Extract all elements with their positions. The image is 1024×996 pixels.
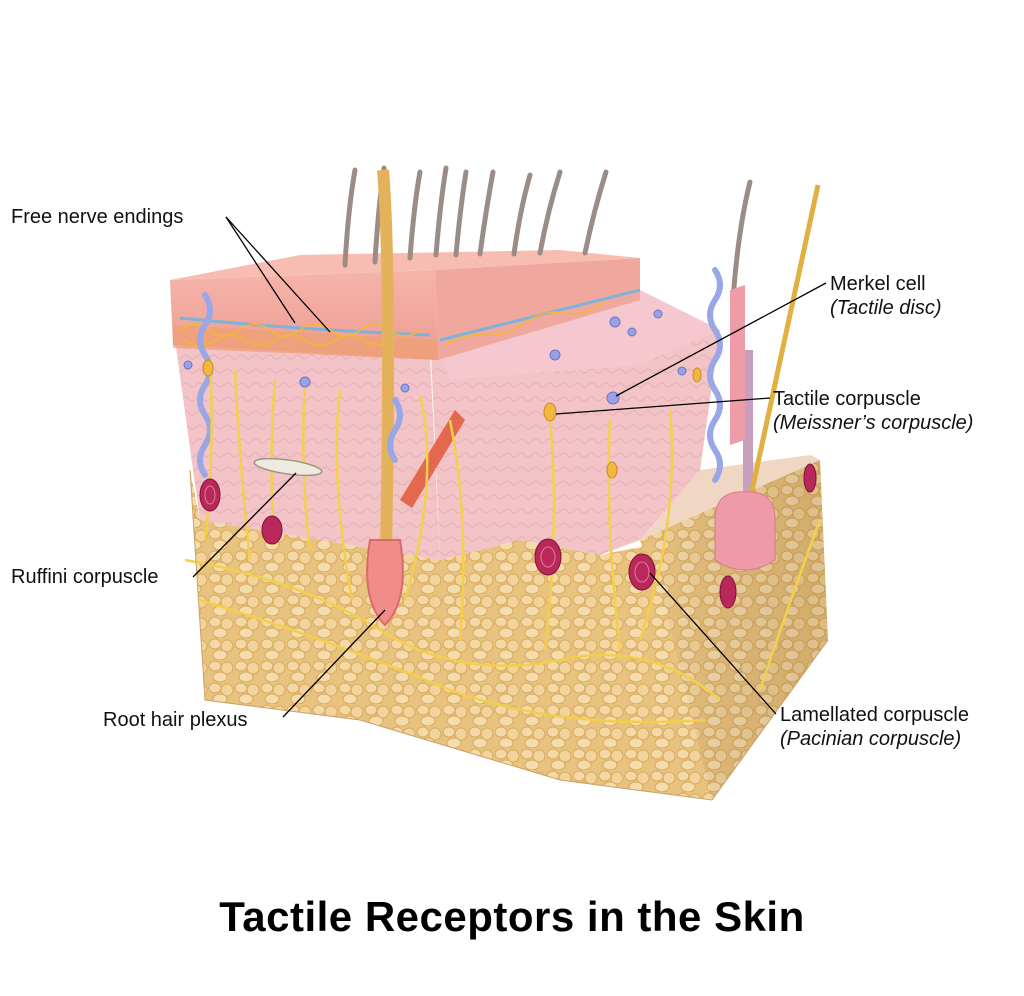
label-lamellated-corpuscle: Lamellated corpuscle (Pacinian corpuscle… (780, 704, 969, 750)
label-ruffini-corpuscle: Ruffini corpuscle (11, 566, 159, 588)
label-tactile-corpuscle: Tactile corpuscle (Meissner’s corpuscle) (773, 388, 974, 434)
arrector-pili-muscle (400, 410, 465, 508)
central-hair-follicle (377, 169, 395, 601)
label-free-nerve-endings: Free nerve endings (11, 206, 184, 228)
hypodermis-layer (190, 470, 712, 800)
diagram-title: Tactile Receptors in the Skin (219, 893, 805, 940)
label-merkel-cell: Merkel cell (Tactile disc) (830, 273, 942, 319)
label-root-hair-plexus: Root hair plexus (103, 709, 248, 731)
